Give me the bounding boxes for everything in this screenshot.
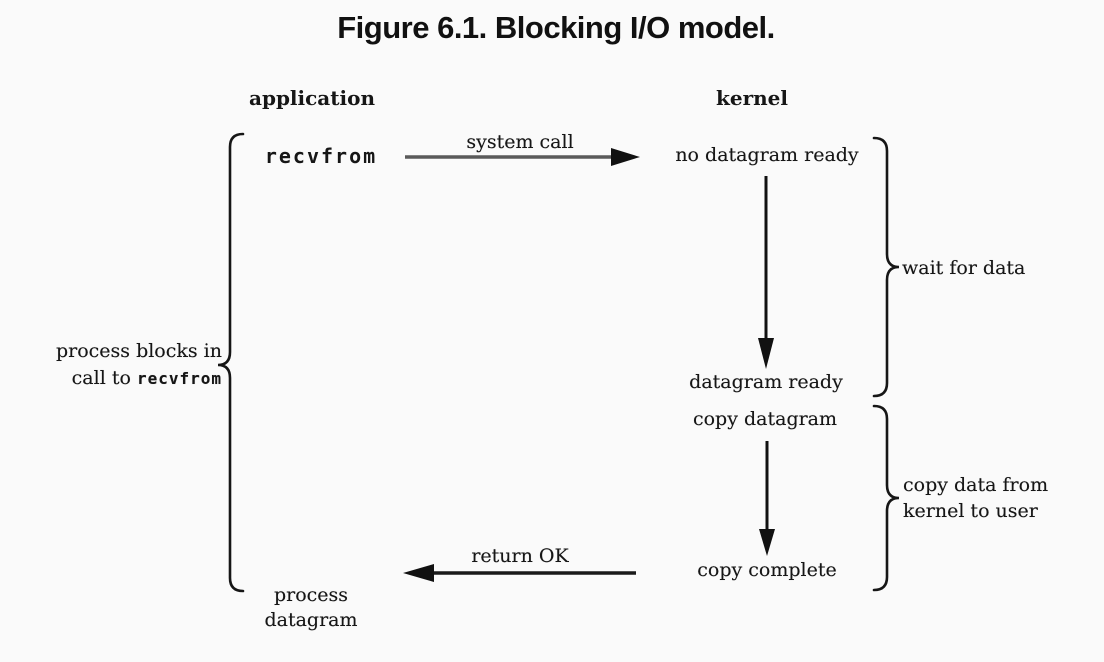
system-call-arrow xyxy=(405,148,640,166)
figure-title: Figure 6.1. Blocking I/O model. xyxy=(337,10,775,45)
process-blocks-brace xyxy=(217,132,245,593)
copy-data-line2: kernel to user xyxy=(903,500,1038,522)
wait-for-data-label: wait for data xyxy=(902,257,1026,279)
copy-datagram-label: copy datagram xyxy=(692,408,838,430)
process-datagram-line2: datagram xyxy=(264,609,358,631)
application-column-header: application xyxy=(249,86,375,110)
copy-data-brace xyxy=(872,404,900,592)
copy-data-label: copy data from kernel to user xyxy=(903,472,1048,524)
system-call-label: system call xyxy=(466,131,574,153)
copy-data-line1: copy data from xyxy=(903,474,1049,496)
process-blocks-label: process blocks in call to recvfrom xyxy=(56,338,222,392)
process-blocks-recvfrom-code: recvfrom xyxy=(136,369,222,388)
kernel-column-header: kernel xyxy=(716,86,788,110)
return-ok-arrow xyxy=(403,564,636,582)
process-blocks-line2: call to recvfrom xyxy=(71,367,222,389)
copy-arrow xyxy=(759,441,775,556)
copy-complete-label: copy complete xyxy=(697,559,837,581)
process-datagram-label: process datagram xyxy=(264,583,357,633)
wait-for-data-brace xyxy=(872,136,900,398)
process-blocks-line1: process blocks in xyxy=(55,340,222,362)
return-ok-label: return OK xyxy=(471,545,569,567)
wait-arrow xyxy=(758,176,774,369)
process-datagram-line1: process xyxy=(273,584,349,606)
datagram-ready-label: datagram ready xyxy=(689,371,843,393)
recvfrom-call-label: recvfrom xyxy=(264,144,378,168)
no-datagram-ready-label: no datagram ready xyxy=(675,144,859,166)
